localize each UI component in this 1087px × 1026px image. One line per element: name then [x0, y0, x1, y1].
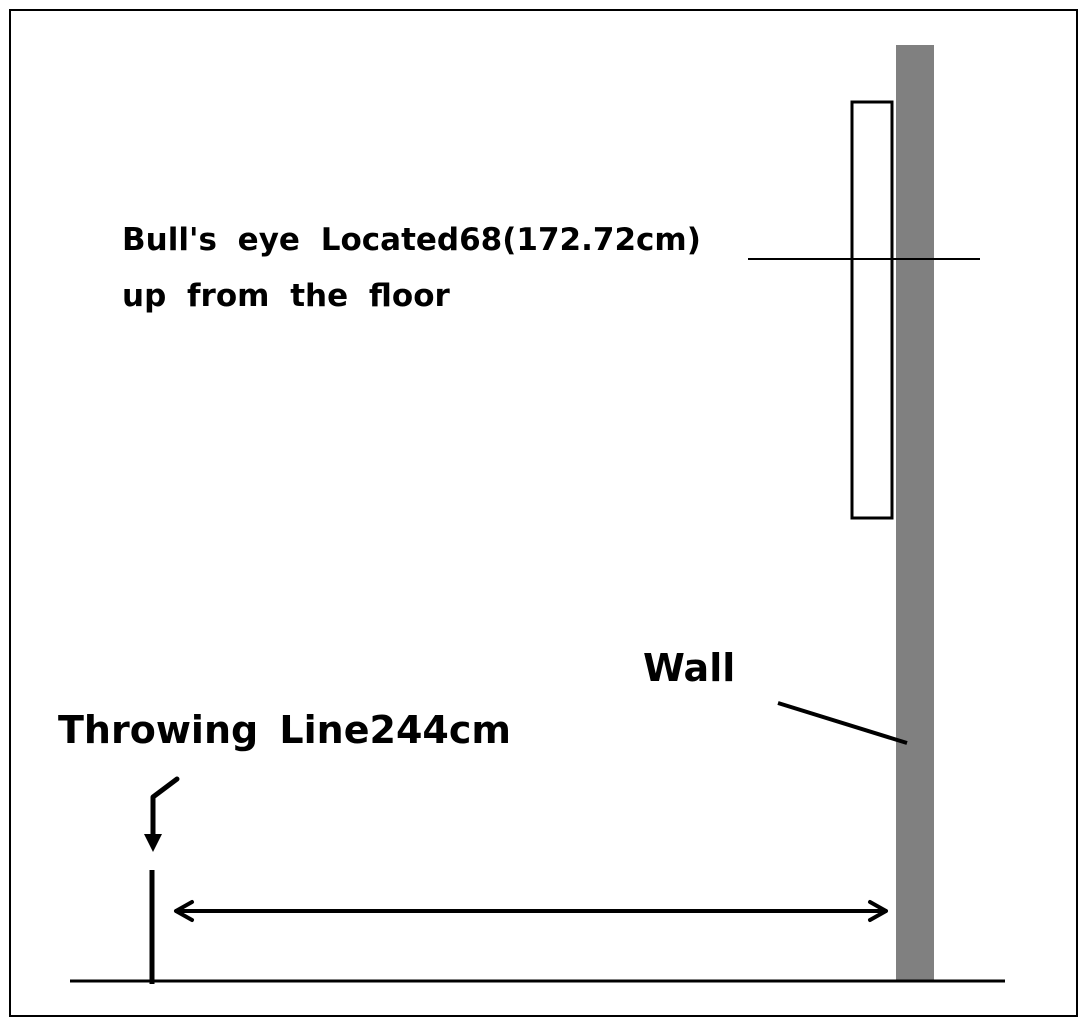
- bullseye-label-line2: up from the floor: [122, 278, 450, 314]
- wall-label: Wall: [643, 646, 736, 690]
- throwing-line-pointer-arrow: [150, 776, 180, 845]
- distance-arrow-left-head: [174, 900, 194, 922]
- wall-pointer-line: [777, 701, 908, 745]
- throwing-line-pointer-arrowhead: [144, 834, 162, 852]
- wall: [896, 45, 934, 982]
- bullseye-label: Bull's eye Located68(172.72cm) up from t…: [122, 212, 701, 324]
- throwing-line-label: Throwing Line244cm: [58, 708, 511, 752]
- dartboard: [850, 100, 894, 520]
- distance-arrow-right-head: [868, 900, 888, 922]
- bullseye-label-line1: Bull's eye Located68(172.72cm): [122, 222, 701, 258]
